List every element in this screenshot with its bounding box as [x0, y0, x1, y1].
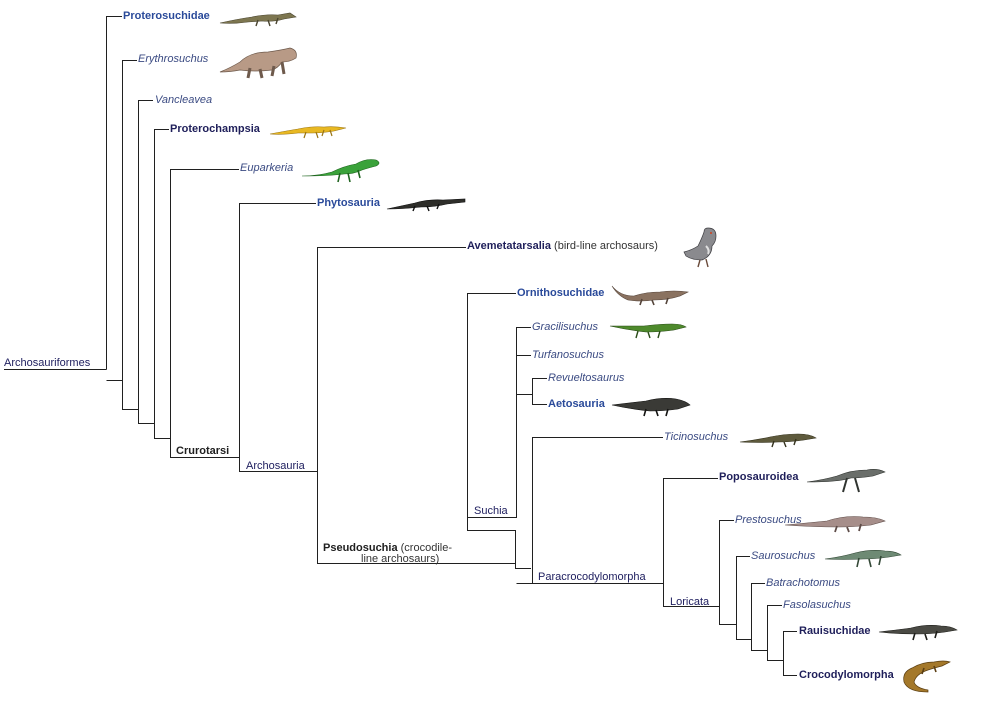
pigeon-illustration — [683, 227, 717, 268]
leaf-avemetatarsalia: Avemetatarsalia (bird-line archosaurs) — [467, 240, 658, 253]
poposaur-illustration — [806, 469, 886, 493]
pseudosuchia-note-1: (crocodile- — [400, 542, 452, 554]
leaf-revueltosaurus[interactable]: Revueltosaurus — [548, 372, 625, 384]
prestosuchus-illustration — [784, 516, 886, 533]
euparkeria-illustration — [301, 159, 380, 183]
gracilisuchus-illustration — [609, 323, 687, 339]
ticinosuchus-illustration — [739, 433, 817, 448]
leaf-euparkeria[interactable]: Euparkeria — [240, 162, 294, 174]
leaf-turfanosuchus[interactable]: Turfanosuchus — [532, 349, 604, 361]
avemetatarsalia-name[interactable]: Avemetatarsalia — [467, 240, 551, 252]
pseudosuchia-note-2: line archosaurs) — [361, 553, 440, 565]
leaf-vancleavea[interactable]: Vancleavea — [155, 94, 213, 106]
erythrosuchus-illustration — [219, 47, 297, 79]
leaf-crocodylomorpha[interactable]: Crocodylomorpha — [799, 669, 894, 681]
avemetatarsalia-note: (bird-line archosaurs) — [554, 240, 658, 252]
leaf-proterochampsia[interactable]: Proterochampsia — [170, 123, 260, 135]
leaf-prestosuchus[interactable]: Prestosuchus — [735, 514, 802, 526]
node-paracrocodylomorpha[interactable]: Paracrocodylomorpha — [538, 571, 646, 583]
saurosuchus-illustration — [824, 550, 902, 568]
leaf-fasolasuchus[interactable]: Fasolasuchus — [783, 599, 851, 611]
leaf-poposauroidea[interactable]: Poposauroidea — [719, 471, 799, 483]
crocodile-illustration — [903, 660, 951, 693]
node-suchia[interactable]: Suchia — [474, 505, 508, 517]
leaf-batrachotomus[interactable]: Batrachotomus — [766, 577, 840, 589]
ornithosuchus-illustration — [611, 285, 689, 306]
leaf-saurosuchus[interactable]: Saurosuchus — [751, 550, 816, 562]
leaf-ornithosuchidae[interactable]: Ornithosuchidae — [517, 287, 605, 299]
root-archosauriformes[interactable]: Archosauriformes — [4, 357, 91, 369]
node-archosauria[interactable]: Archosauria — [246, 460, 305, 472]
rauisuchid-illustration — [878, 625, 958, 641]
leaf-ticinosuchus[interactable]: Ticinosuchus — [664, 431, 729, 443]
proterochampsid-illustration — [269, 126, 347, 139]
leaf-aetosauria[interactable]: Aetosauria — [548, 398, 605, 410]
leaf-gracilisuchus[interactable]: Gracilisuchus — [532, 321, 599, 333]
phytosaur-illustration — [386, 198, 466, 212]
leaf-proterosuchidae[interactable]: Proterosuchidae — [123, 10, 210, 22]
pseudosuchia-name[interactable]: Pseudosuchia — [323, 542, 398, 554]
aetosaur-illustration — [611, 398, 691, 417]
leaf-phytosauria[interactable]: Phytosauria — [317, 197, 380, 209]
node-pseudosuchia: Pseudosuchia (crocodile- — [323, 542, 452, 555]
proterosuchus-illustration — [219, 12, 297, 27]
leaf-erythrosuchus[interactable]: Erythrosuchus — [138, 53, 209, 65]
node-crurotarsi[interactable]: Crurotarsi — [176, 445, 230, 457]
node-loricata[interactable]: Loricata — [670, 596, 710, 608]
leaf-rauisuchidae[interactable]: Rauisuchidae — [799, 625, 871, 637]
